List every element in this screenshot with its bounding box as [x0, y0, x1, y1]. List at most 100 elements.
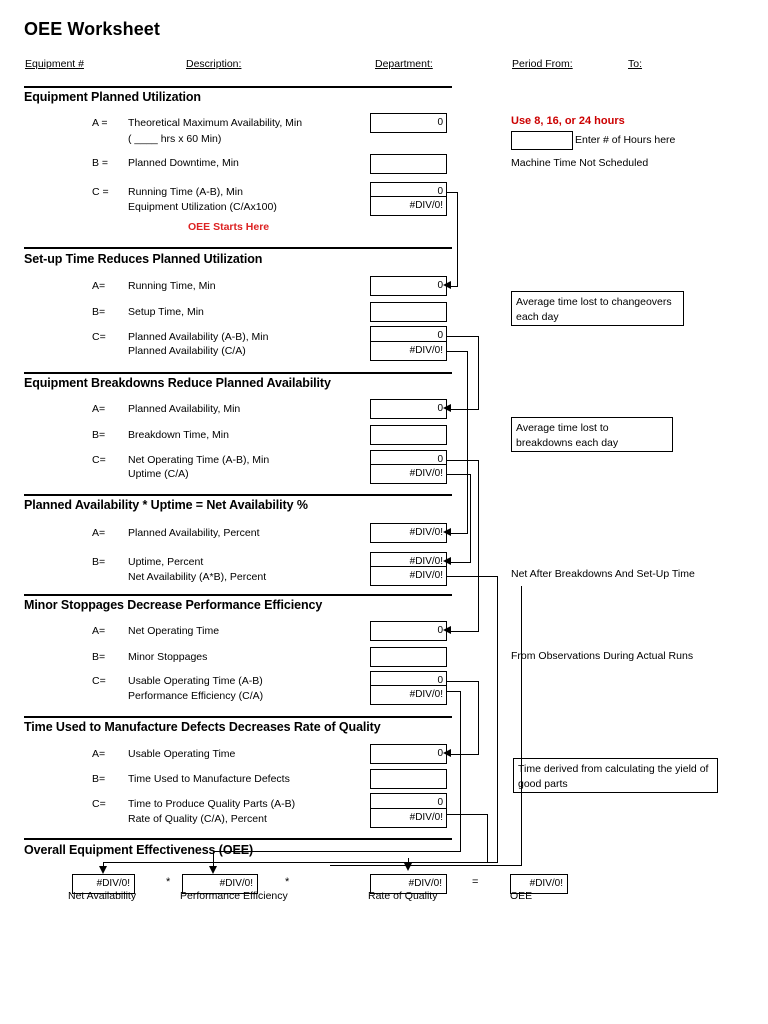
connector-s4-to-oee1-d	[103, 862, 104, 866]
arrow-to-s2-running-time	[443, 281, 451, 289]
input-usable-operating-time-s6[interactable]: 0	[370, 744, 447, 764]
row-desc-s1-b: Planned Downtime, Min	[128, 157, 239, 169]
output-performance-efficiency[interactable]: #DIV/0!	[370, 685, 447, 705]
row-desc-s3-b: Breakdown Time, Min	[128, 429, 229, 441]
connector-s2c-to-s3a-vert	[478, 336, 479, 409]
input-minor-stoppages[interactable]	[370, 647, 447, 667]
connector-s6-to-oee3-b	[487, 814, 488, 862]
row-desc-s2-a: Running Time, Min	[128, 280, 216, 292]
row-var-s2-c: C=	[92, 331, 106, 343]
oee-operator-1: *	[166, 876, 171, 888]
section-rule-4	[24, 494, 452, 496]
input-setup-time[interactable]	[370, 302, 447, 322]
connector-s3c-to-s5a-top	[447, 460, 479, 461]
row-desc-s5-c-efficiency: Performance Efficiency (C/A)	[128, 690, 264, 702]
arrow-to-s4-uptime-percent	[443, 557, 451, 565]
row-var-s1-b: B =	[92, 157, 109, 169]
connector-s3ratio-to-s4b-bot	[450, 562, 471, 563]
row-desc-s1-a: Theoretical Maximum Availability, Min	[128, 117, 303, 129]
caption-oee-net-availability: Net Availability	[68, 890, 137, 902]
note-machine-time-not-scheduled: Machine Time Not Scheduled	[511, 157, 649, 169]
row-desc-s6-a: Usable Operating Time	[128, 748, 236, 760]
note-from-observations: From Observations During Actual Runs	[511, 650, 694, 662]
row-var-s1-a: A =	[92, 117, 108, 129]
section-rule-1	[24, 86, 452, 88]
connector-s6-to-oee3-a	[447, 814, 488, 815]
section-title-setup-time: Set-up Time Reduces Planned Utilization	[24, 252, 263, 266]
output-oee-total[interactable]: #DIV/0!	[510, 874, 568, 894]
caption-oee-performance-efficiency: Performance Efficiency	[180, 890, 288, 902]
connector-s3ratio-to-s4b-vert	[470, 474, 471, 562]
output-oee-performance-efficiency[interactable]: #DIV/0!	[182, 874, 258, 894]
section-rule-6	[24, 716, 452, 718]
section-title-minor-stoppages: Minor Stoppages Decrease Performance Eff…	[24, 598, 323, 612]
output-planned-availability-ratio[interactable]: #DIV/0!	[370, 341, 447, 361]
header-label-period-from: Period From:	[512, 58, 573, 70]
connector-s2ratio-to-s4a-vert	[467, 351, 468, 533]
input-hours-entry[interactable]	[511, 131, 573, 150]
connector-s3c-to-s5a-vert	[478, 460, 479, 631]
connector-s5-to-oee2-a	[447, 691, 461, 692]
input-planned-availability-min-s3[interactable]: 0	[370, 399, 447, 419]
header-label-description: Description:	[186, 58, 242, 70]
output-oee-net-availability[interactable]: #DIV/0!	[72, 874, 135, 894]
connector-s5-to-oee2-c	[213, 851, 461, 852]
row-desc-s2-c: Planned Availability (A-B), Min	[128, 331, 269, 343]
caption-oee-total: OEE	[510, 890, 533, 902]
note-enter-hours-here: Enter # of Hours here	[575, 134, 676, 146]
connector-s1c-to-s2a-top	[447, 192, 458, 193]
row-desc-s4-a: Planned Availability, Percent	[128, 527, 260, 539]
output-rate-of-quality[interactable]: #DIV/0!	[370, 808, 447, 828]
input-planned-downtime[interactable]	[370, 154, 447, 174]
connector-s4-to-oee1-c	[103, 862, 498, 863]
connector-s5-to-oee2-d	[213, 851, 214, 866]
row-var-s2-a: A=	[92, 280, 106, 292]
row-desc-s2-c-ratio: Planned Availability (C/A)	[128, 345, 246, 357]
input-net-operating-time-s5[interactable]: 0	[370, 621, 447, 641]
input-theoretical-max-availability[interactable]: 0	[370, 113, 447, 133]
row-var-s1-c: C =	[92, 186, 109, 198]
row-var-s5-c: C=	[92, 675, 106, 687]
connector-s5c-to-s6a-bot	[450, 754, 479, 755]
row-desc-s3-c: Net Operating Time (A-B), Min	[128, 454, 270, 466]
arrow-to-s3-planned-availability	[443, 404, 451, 412]
row-desc-s3-c-uptime: Uptime (C/A)	[128, 468, 189, 480]
row-desc-s3-a: Planned Availability, Min	[128, 403, 241, 415]
output-planned-availability-percent[interactable]: #DIV/0!	[370, 523, 447, 543]
row-var-s2-b: B=	[92, 306, 106, 318]
row-var-s3-b: B=	[92, 429, 106, 441]
output-equipment-utilization[interactable]: #DIV/0!	[370, 196, 447, 216]
header-label-department: Department:	[375, 58, 433, 70]
connector-s2ratio-to-s4a-bot	[450, 533, 468, 534]
oee-operator-2: *	[285, 876, 290, 888]
row-var-s4-b: B=	[92, 556, 106, 568]
connector-s2c-to-s3a-bot	[450, 409, 479, 410]
rail-right-outer	[521, 586, 522, 865]
output-oee-rate-of-quality[interactable]: #DIV/0!	[370, 874, 447, 894]
row-var-s6-c: C=	[92, 798, 106, 810]
connector-s3c-to-s5a-bot	[450, 631, 479, 632]
page-title: OEE Worksheet	[24, 19, 161, 39]
input-time-used-defects[interactable]	[370, 769, 447, 789]
row-var-s6-b: B=	[92, 773, 106, 785]
arrow-to-oee-net-availability	[99, 866, 107, 874]
input-breakdown-time[interactable]	[370, 425, 447, 445]
output-net-availability-percent[interactable]: #DIV/0!	[370, 566, 447, 586]
callout-changeover-time: Average time lost to changeovers each da…	[511, 291, 684, 326]
callout-yield-good-parts: Time derived from calculating the yield …	[513, 758, 718, 793]
connector-s3ratio-to-s4b-top	[447, 474, 471, 475]
row-desc-s6-b: Time Used to Manufacture Defects	[128, 773, 290, 785]
section-rule-2	[24, 247, 452, 249]
row-var-s3-a: A=	[92, 403, 106, 415]
connector-s6-to-oee3-d	[408, 858, 409, 863]
row-desc-s5-a: Net Operating Time	[128, 625, 220, 637]
input-running-time-s2[interactable]: 0	[370, 276, 447, 296]
row-desc-s2-b: Setup Time, Min	[128, 306, 204, 318]
header-label-equipment-number: Equipment #	[25, 58, 84, 70]
connector-s1c-to-s2a-bot	[450, 286, 458, 287]
rail-right-outer-foot	[330, 865, 522, 866]
section-title-planned-utilization: Equipment Planned Utilization	[24, 90, 201, 104]
row-desc-s4-b-net: Net Availability (A*B), Percent	[128, 571, 267, 583]
output-uptime-ratio[interactable]: #DIV/0!	[370, 464, 447, 484]
